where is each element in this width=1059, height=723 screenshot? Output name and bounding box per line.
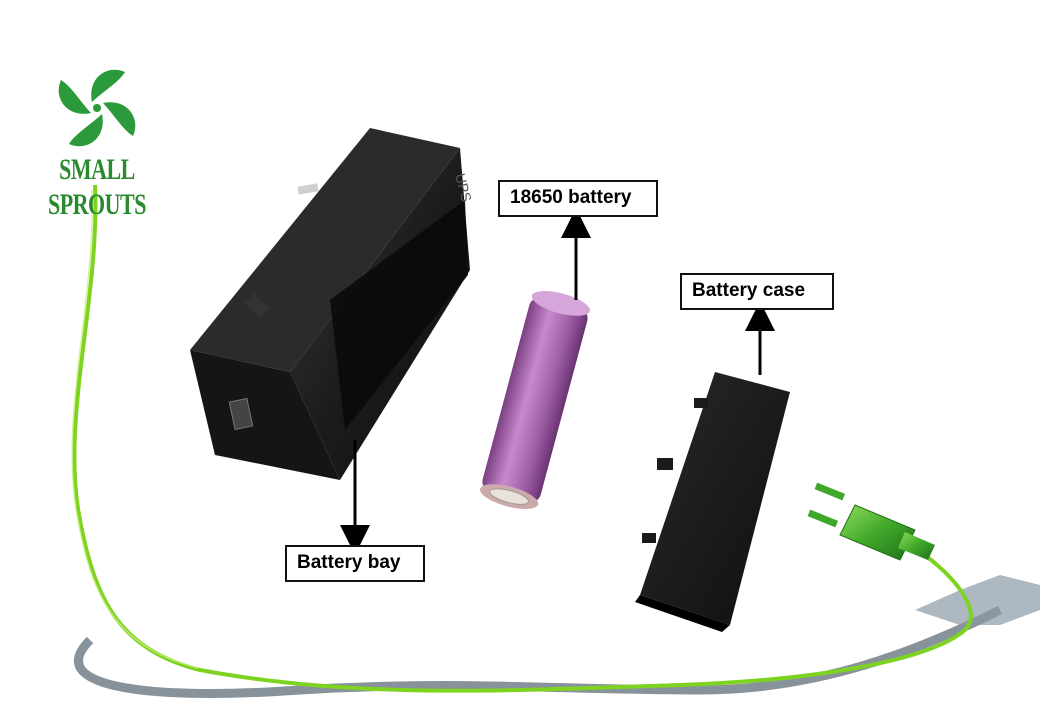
device-ups-marking: UPS <box>452 172 475 204</box>
cable-shadow <box>74 605 1003 698</box>
plug-shadow <box>915 575 1040 625</box>
battery-18650-label: 18650 battery <box>498 180 658 217</box>
battery-bay-label: Battery bay <box>285 545 425 582</box>
brand-name: SMALL SPROUTS <box>48 152 146 221</box>
battery-case <box>635 372 790 632</box>
cable <box>72 184 973 693</box>
cable-highlight <box>71 189 199 669</box>
battery-18650 <box>480 291 590 509</box>
ups-device: UPS <box>190 128 475 480</box>
pinwheel-leaf-icon <box>58 69 136 147</box>
battery-case-label: Battery case <box>680 273 834 310</box>
plug-icon <box>807 482 935 561</box>
